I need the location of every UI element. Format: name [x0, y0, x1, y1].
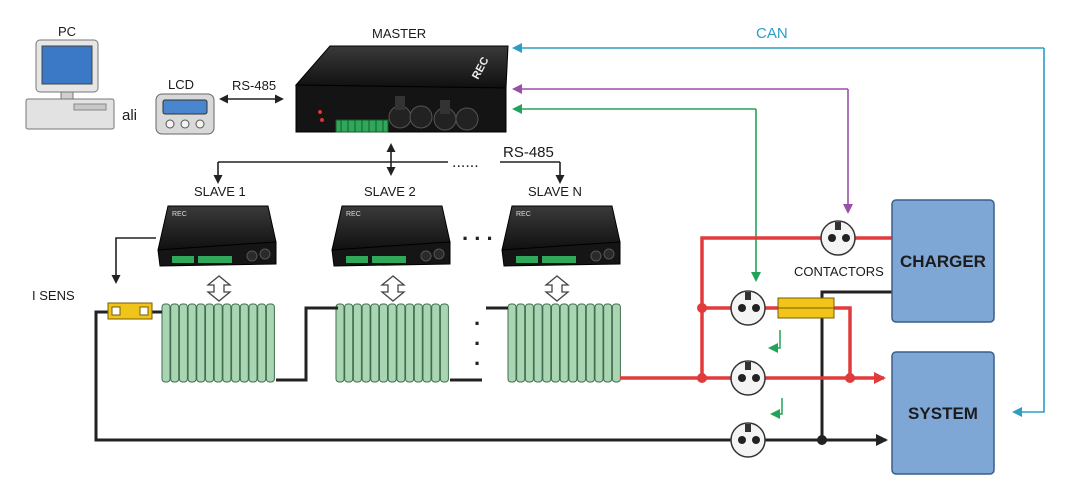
charger-box	[891, 199, 995, 323]
battery-cell	[178, 303, 188, 383]
master-label: MASTER	[372, 26, 426, 41]
pc-icon	[25, 39, 115, 130]
battery-cell	[611, 303, 621, 383]
battery-cell	[187, 303, 197, 383]
battery-cell	[161, 303, 171, 383]
battery-cell	[568, 303, 578, 383]
green-signal-3	[770, 398, 783, 419]
battery-cell	[594, 303, 604, 383]
battery-cell	[231, 303, 241, 383]
battery-cell	[516, 303, 526, 383]
battery-cell	[352, 303, 362, 383]
green-signal-2	[768, 330, 781, 353]
battery-cell	[551, 303, 560, 383]
pc-label: PC	[58, 24, 76, 39]
battery-cell	[213, 303, 223, 383]
precharge-resistor	[777, 297, 835, 319]
slave1-battery-link	[206, 275, 232, 302]
slave1-label: SLAVE 1	[194, 184, 246, 199]
contactor-main	[730, 360, 766, 396]
can-label: CAN	[756, 25, 788, 42]
battery-cell	[387, 303, 397, 383]
battery-cell	[422, 303, 432, 383]
lcd-label: LCD	[168, 77, 194, 92]
battery-cell	[361, 303, 371, 383]
battery-cell	[413, 303, 423, 383]
rs485-top-label: RS-485	[232, 78, 276, 93]
battery-cell	[379, 303, 388, 383]
precharge-return	[834, 306, 852, 378]
slaveN-battery-link	[544, 275, 570, 302]
slave2-label: SLAVE 2	[364, 184, 416, 199]
battery-cell	[396, 303, 406, 383]
battery-cell	[559, 303, 569, 383]
current-sensor	[107, 302, 153, 320]
charger-negative-line	[820, 290, 892, 440]
battery-cell	[524, 303, 534, 383]
junction-neg	[817, 435, 827, 445]
battery-cell	[542, 303, 552, 383]
pack-ellipsis-2: .	[474, 325, 480, 350]
slaves-ellipsis: . . .	[462, 220, 493, 245]
battery-cell	[196, 303, 206, 383]
battery-pack-N	[507, 303, 621, 383]
isens-label: I SENS	[32, 288, 75, 303]
slave1-brand: REC	[172, 211, 187, 218]
slave2-brand: REC	[346, 211, 361, 218]
junction-pos-3	[845, 373, 855, 383]
master-device	[294, 45, 509, 133]
battery-cell	[439, 303, 449, 383]
battery-cell	[431, 303, 441, 383]
battery-cell	[405, 303, 415, 383]
battery-cell	[239, 303, 249, 383]
contactor-charger	[820, 220, 856, 256]
bus-dots: ......	[452, 154, 479, 171]
battery-cell	[170, 303, 180, 383]
slave2-battery-link	[380, 275, 406, 302]
system-box	[891, 351, 995, 475]
lcd-icon	[155, 93, 215, 135]
system-label: SYSTEM	[908, 404, 978, 423]
junction-pos-1	[697, 373, 707, 383]
battery-pack-2	[335, 303, 449, 383]
battery-cell	[344, 303, 354, 383]
slave2-device	[331, 205, 451, 267]
pack-ellipsis-3: .	[474, 345, 480, 370]
battery-cell	[533, 303, 543, 383]
isens-slave-link	[111, 237, 156, 284]
contactors-label: CONTACTORS	[794, 264, 884, 279]
pack-ellipsis-1: .	[474, 305, 480, 330]
battery-cell	[507, 303, 517, 383]
slave1-device	[157, 205, 277, 267]
series-link-1	[276, 306, 338, 382]
slaveN-label: SLAVE N	[528, 184, 582, 199]
battery-cell	[248, 303, 258, 383]
battery-cell	[370, 303, 380, 383]
can-line-system	[1012, 48, 1045, 417]
slaveN-device	[501, 205, 621, 267]
battery-cell	[603, 303, 613, 383]
battery-cell	[335, 303, 345, 383]
battery-cell	[577, 303, 587, 383]
battery-cell	[222, 303, 232, 383]
junction-pos-2	[697, 303, 707, 313]
contactor-precharge	[730, 290, 766, 326]
battery-cell	[205, 303, 214, 383]
contactor-negative	[730, 422, 766, 458]
slaveN-brand: REC	[516, 211, 531, 218]
battery-cell	[585, 303, 595, 383]
ali-label: ali	[122, 107, 137, 124]
battery-cell	[265, 303, 275, 383]
battery-pack-1	[161, 303, 275, 383]
rs485-bus-label: RS-485	[503, 144, 554, 161]
charger-label: CHARGER	[900, 252, 986, 271]
battery-cell	[257, 303, 267, 383]
